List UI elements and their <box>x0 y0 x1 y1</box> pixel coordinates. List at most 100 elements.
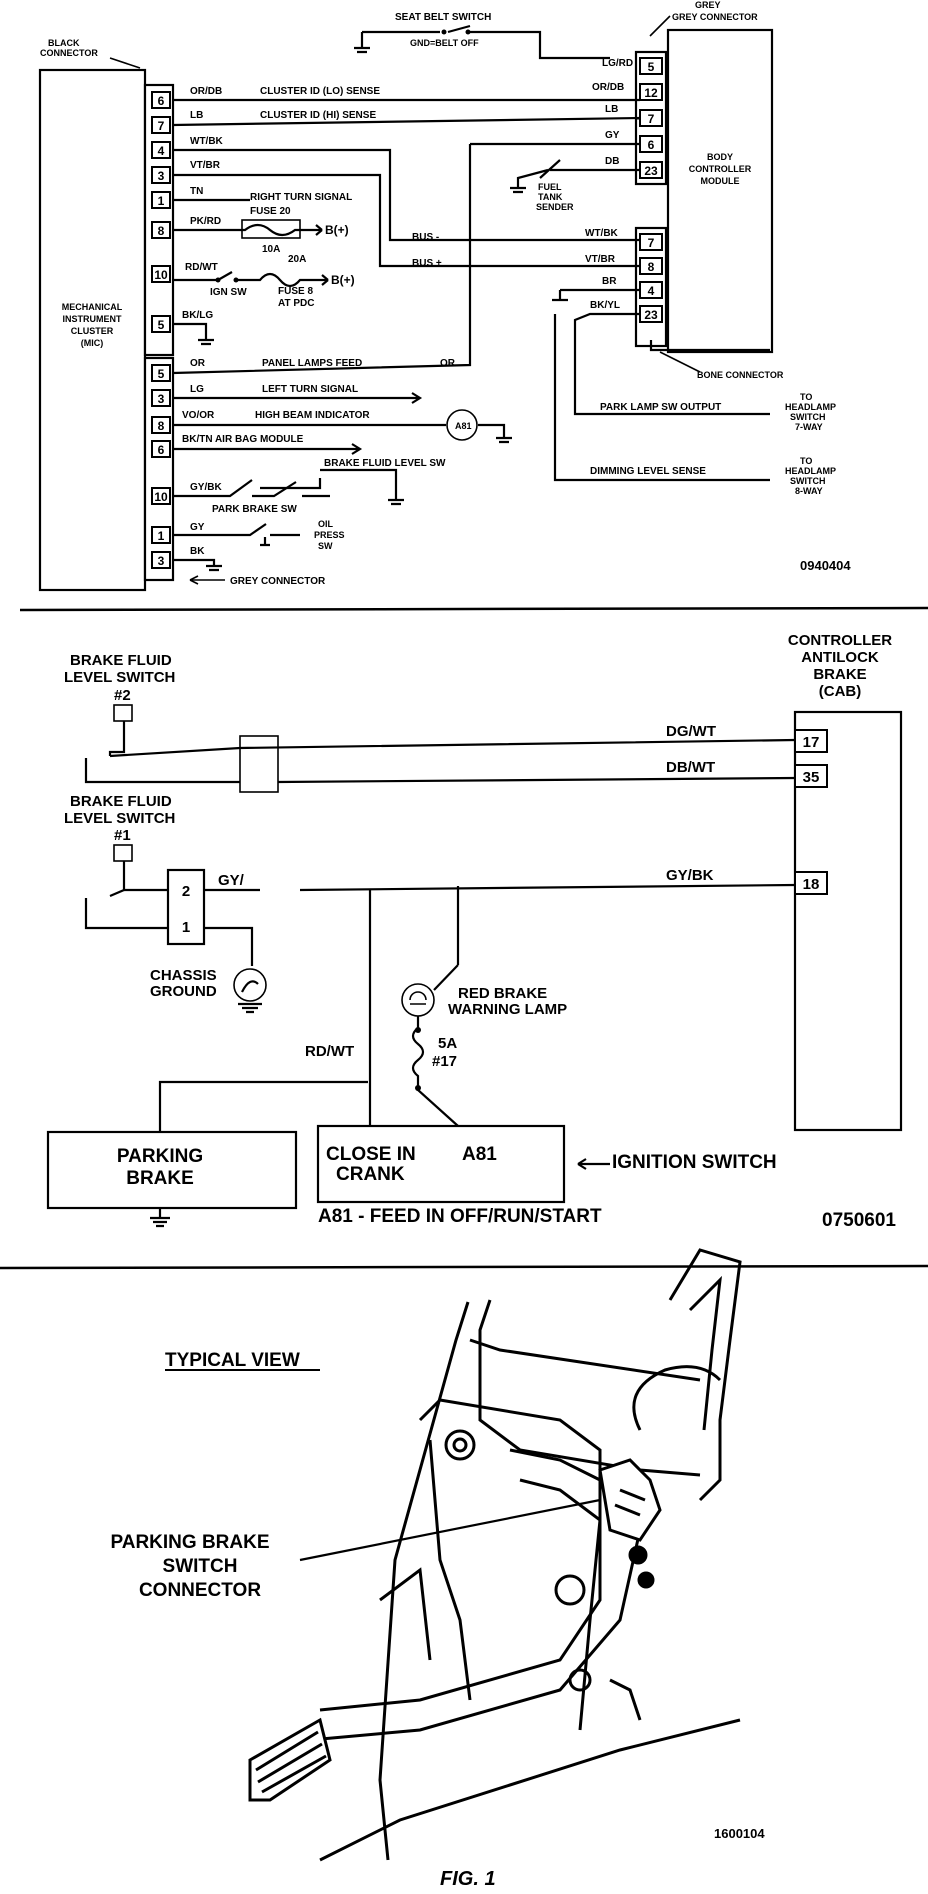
wire-label: WT/BK <box>585 228 619 239</box>
gy-bk-label: GY/BK <box>666 867 714 884</box>
svg-text:MODULE: MODULE <box>701 176 740 186</box>
wire-bk-tn-air-bag <box>173 443 363 455</box>
feed-label: A81 - FEED IN OFF/RUN/START <box>318 1206 602 1227</box>
wire-or-panel-lamps <box>172 144 472 375</box>
svg-text:OIL: OIL <box>318 519 334 529</box>
pedal-assembly-drawing <box>248 1248 742 1862</box>
wire-pk-rd <box>173 223 320 237</box>
connector-pin-1: 1 <box>182 919 190 936</box>
bcm-pin-label: 7 <box>648 112 655 126</box>
bfl2-label-c: #2 <box>114 687 131 704</box>
battery-plus-1: B(+) <box>325 223 349 237</box>
mic-pin-label: 5 <box>158 318 165 332</box>
right-turn-label: RIGHT TURN SIGNAL <box>250 192 352 203</box>
bone-connector-label: BONE CONNECTOR <box>697 370 784 380</box>
wire-label: GY <box>190 522 205 533</box>
svg-text:8-WAY: 8-WAY <box>795 486 823 496</box>
black-connector-label: BLACK <box>48 38 80 48</box>
divider-2 <box>0 1264 928 1270</box>
svg-text:A81: A81 <box>455 421 472 431</box>
mic-pin-label: 8 <box>158 419 165 433</box>
bcm-pin-label: 5 <box>648 60 655 74</box>
mic-pin-label: 3 <box>158 554 165 568</box>
bfl1-connector <box>166 868 206 946</box>
seat-belt-ground-symbol <box>354 32 370 54</box>
svg-text:BODY: BODY <box>707 152 733 162</box>
fuse20-amp-label: 10A <box>262 244 280 255</box>
crank-label: CRANK <box>336 1164 405 1185</box>
typical-view-illustration: TYPICAL VIEW <box>110 1248 765 1890</box>
bfl1-label-c: #1 <box>114 827 131 844</box>
wire-label: OR <box>440 358 456 369</box>
mic-upper-pins: 6 7 4 3 1 8 10 5 <box>151 91 171 333</box>
bcm-upper-pins: 5 12 7 6 23 <box>639 57 663 179</box>
diagram2-code: 0750601 <box>822 1210 896 1231</box>
red-brake-label-a: RED BRAKE <box>458 985 547 1002</box>
svg-text:ANTILOCK: ANTILOCK <box>801 649 879 666</box>
grey-connector-top-label: GREY <box>695 0 721 10</box>
bfl2-label-b: LEVEL SWITCH <box>64 669 175 686</box>
wire-lb <box>172 116 641 127</box>
gy-label: GY/ <box>218 872 245 889</box>
bcm-pin-label: 8 <box>648 260 655 274</box>
svg-text:HEADLAMP: HEADLAMP <box>785 402 836 412</box>
wire-vo-or-high-beam <box>173 423 512 444</box>
fuse-17 <box>411 1016 459 1127</box>
grey-connector-top-arrow <box>649 15 671 37</box>
parking-brake-connector-label-a: PARKING BRAKE <box>110 1532 269 1553</box>
wire-gy-bk <box>173 478 322 498</box>
fuse20-label: FUSE 20 <box>250 206 291 217</box>
seat-belt-switch-wire <box>362 24 610 60</box>
high-beam-label: HIGH BEAM INDICATOR <box>255 410 370 421</box>
wire-dg-wt <box>109 738 796 758</box>
parking-brake-label-b: BRAKE <box>126 1168 194 1189</box>
dimming-label: DIMMING LEVEL SENSE <box>590 466 706 477</box>
panel-lamps-label: PANEL LAMPS FEED <box>262 358 362 369</box>
park-brake-sw-label: PARK BRAKE SW <box>212 504 297 515</box>
wire-label: LB <box>605 104 618 115</box>
cab-pin-label: 17 <box>803 734 820 751</box>
mic-lower-pins: 5 3 8 6 10 1 3 <box>151 364 171 569</box>
fuse-amp-label: 5A <box>438 1035 457 1052</box>
wire-label: OR <box>190 358 206 369</box>
instrument-cluster-diagram: SEAT BELT SWITCH GND=BELT OFF BLACK CONN… <box>38 0 851 592</box>
wire-label: VT/BR <box>585 254 616 265</box>
wire-label: PK/RD <box>190 216 221 227</box>
svg-text:SW: SW <box>318 541 333 551</box>
wire-label: OR/DB <box>190 86 222 97</box>
wire-dimming <box>553 314 770 482</box>
wire-label: LG/RD <box>602 58 633 69</box>
ign-sw-label: IGN SW <box>210 287 247 298</box>
connector-leader-line <box>299 1498 601 1562</box>
svg-text:TO: TO <box>800 456 812 466</box>
at-pdc-label: AT PDC <box>278 298 314 309</box>
bfl-splice <box>239 735 279 793</box>
bcm-pin-label: 12 <box>644 86 658 100</box>
wire-bk-ground <box>173 558 222 572</box>
red-brake-warning-lamp <box>401 983 435 1017</box>
left-turn-label: LEFT TURN SIGNAL <box>262 384 358 395</box>
bfl2-wire <box>84 758 240 784</box>
wire-label: TN <box>190 186 203 197</box>
air-bag-label: BK/TN AIR BAG MODULE <box>182 434 304 445</box>
mic-pin-label: 3 <box>158 392 165 406</box>
mic-pin-label: 5 <box>158 367 165 381</box>
mic-pin-label: 4 <box>158 144 165 158</box>
fuel-tank-sender <box>516 168 549 188</box>
bfl1-label-a: BRAKE FLUID <box>70 793 172 810</box>
parking-brake-label-a: PARKING <box>117 1146 203 1167</box>
ignition-switch-label: IGNITION SWITCH <box>612 1152 777 1173</box>
wire-gy-bk <box>299 883 796 892</box>
chassis-label: CHASSIS <box>150 967 217 984</box>
bfl2-label-a: BRAKE FLUID <box>70 652 172 669</box>
svg-text:MECHANICAL: MECHANICAL <box>62 302 123 312</box>
svg-text:GREY CONNECTOR: GREY CONNECTOR <box>672 12 758 22</box>
svg-text:HEADLAMP: HEADLAMP <box>785 466 836 476</box>
svg-text:BRAKE: BRAKE <box>813 666 866 683</box>
wire-wt-bk <box>173 148 640 242</box>
dg-wt-label: DG/WT <box>666 723 716 740</box>
bcm-box <box>666 28 774 354</box>
mic-pin-label: 7 <box>158 119 165 133</box>
black-connector-label-2: CONNECTOR <box>40 48 98 58</box>
bus-plus-label: BUS + <box>412 258 442 269</box>
